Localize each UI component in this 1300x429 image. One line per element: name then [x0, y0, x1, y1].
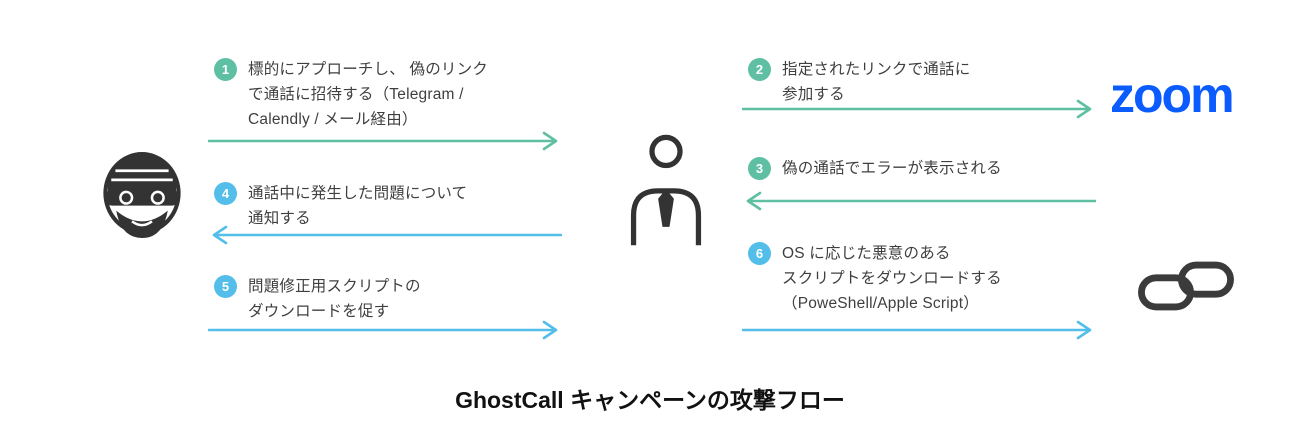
step-1-text: 標的にアプローチし、 偽のリンク で通話に招待する（Telegram / Cal… [248, 61, 489, 129]
victim-person-icon [622, 133, 710, 247]
step-5-number-badge: 5 [214, 275, 237, 298]
attacker-hacker-icon [92, 140, 192, 248]
malicious-script-link-icon [1136, 254, 1236, 318]
step-3-text: 偽の通話でエラーが表示される [782, 160, 1002, 177]
step-1-number-badge: 1 [214, 58, 237, 81]
arrow-step-4-left [212, 225, 562, 245]
chain-link-icon [1138, 261, 1234, 311]
step-2-number-badge: 2 [748, 58, 771, 81]
step-5: 5 問題修正用スクリプトの ダウンロードを促す [214, 274, 550, 324]
arrow-step-3-left [746, 191, 1096, 211]
diagram-caption: GhostCall キャンペーンの攻撃フロー [455, 387, 845, 413]
step-1: 1 標的にアプローチし、 偽のリンク で通話に招待する（Telegram / C… [214, 57, 550, 132]
hacker-icon [103, 152, 181, 239]
arrow-step-6-right [742, 320, 1092, 340]
step-6: 6 OS に応じた悪意のある スクリプトをダウンロードする （PoweShell… [748, 241, 1078, 316]
step-4-number-badge: 4 [214, 182, 237, 205]
step-4: 4 通話中に発生した問題について 通知する [214, 181, 550, 231]
step-6-text: OS に応じた悪意のある スクリプトをダウンロードする （PoweShell/A… [782, 245, 1002, 313]
arrow-step-2-right [742, 99, 1092, 119]
step-3-number-badge: 3 [748, 157, 771, 180]
arrow-step-5-right [208, 320, 558, 340]
step-3: 3 偽の通話でエラーが表示される [748, 156, 1078, 181]
arrow-step-1-right [208, 131, 558, 151]
step-2: 2 指定されたリンクで通話に 参加する [748, 57, 1068, 107]
step-6-number-badge: 6 [748, 242, 771, 265]
step-2-text: 指定されたリンクで通話に 参加する [782, 61, 971, 104]
step-5-text: 問題修正用スクリプトの ダウンロードを促す [248, 278, 421, 321]
zoom-logo: zoom [1110, 67, 1235, 123]
person-icon [630, 134, 702, 246]
step-4-text: 通話中に発生した問題について 通知する [248, 185, 468, 228]
